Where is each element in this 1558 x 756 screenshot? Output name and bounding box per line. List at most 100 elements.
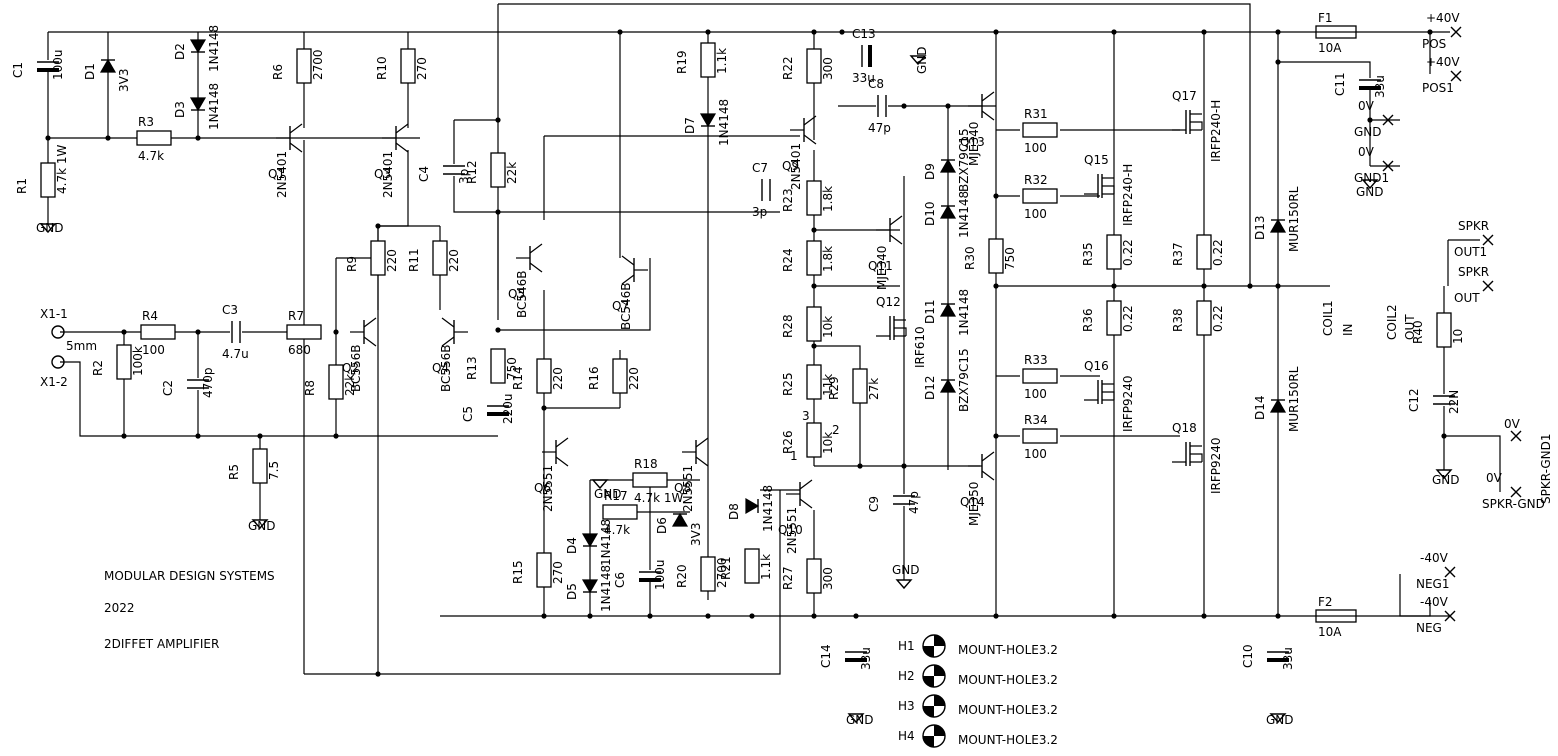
gnd-label: GND [1266, 713, 1294, 727]
value-q8: 2N5551 [681, 465, 695, 512]
transistor-bjt [790, 115, 817, 145]
footer-year: 2022 [104, 601, 135, 615]
label-r15: R15 [511, 560, 525, 584]
value-c2: 470p [201, 367, 215, 398]
capacitor [1432, 394, 1456, 406]
transistor-bjt [682, 437, 709, 467]
diode [1269, 218, 1287, 233]
value-r3: 4.7k [138, 149, 164, 163]
junction-dot [945, 103, 951, 109]
junction-dot [195, 329, 201, 335]
value-q2: BC556B [349, 344, 363, 392]
input-x1: X1-1 [40, 307, 68, 321]
label-r8: R8 [303, 380, 317, 396]
value-r34: 100 [1024, 447, 1047, 461]
port-pin: NEG [1416, 621, 1442, 635]
label-c6: C6 [613, 572, 627, 588]
zener-diode [939, 158, 957, 173]
resistor [1196, 300, 1212, 336]
ports: +40VPOS+40VPOS10VGND0VGND1SPKROUT1SPKROU… [1354, 11, 1553, 635]
value-r17: 4.7k [604, 523, 630, 537]
label-r16: R16 [587, 366, 601, 390]
value-r6: 2700 [311, 49, 325, 80]
value-c8: 47p [868, 121, 891, 135]
resistor [136, 130, 172, 146]
pot-pin2: 2 [832, 423, 840, 437]
gnd-label: GND [915, 46, 929, 74]
junction-dot [257, 433, 263, 439]
label-r17: R17 [604, 489, 628, 503]
junction-dot [1441, 433, 1447, 439]
junction-dot [1201, 283, 1207, 289]
label-c2: C2 [161, 380, 175, 396]
label-c10: C10 [1241, 644, 1255, 668]
label-r36: R36 [1081, 308, 1095, 332]
label-c8: C8 [868, 77, 884, 91]
port-name: +40V [1426, 11, 1460, 25]
junction-dot [617, 29, 623, 35]
label-c7: C7 [752, 161, 768, 175]
value-r36: 0.22 [1121, 305, 1135, 332]
junction-dot [495, 327, 501, 333]
resistor [806, 364, 822, 400]
value-r20: 2700 [715, 557, 729, 588]
value-r25: 11k [821, 374, 835, 396]
pin-coil1: IN [1341, 323, 1355, 336]
label-c5: C5 [461, 406, 475, 422]
label-d5: D5 [565, 583, 579, 600]
value-r37: 0.22 [1211, 239, 1225, 266]
mount-hole-value: MOUNT-HOLE3.2 [958, 673, 1058, 687]
value-c9: 47p [907, 491, 921, 514]
junction-dot [993, 613, 999, 619]
components [36, 25, 1456, 724]
resistor [1106, 300, 1122, 336]
value-d7: 1N4148 [717, 99, 731, 146]
junction-dot [587, 613, 593, 619]
wires [47, 3, 1501, 675]
junction-dot [1275, 59, 1281, 65]
junction-dot [541, 613, 547, 619]
value-r4: 100 [142, 343, 165, 357]
value-r13: 750 [505, 357, 519, 380]
value-d13: MUR150RL [1287, 186, 1301, 252]
capacitor [892, 494, 916, 506]
mount-hole-value: MOUNT-HOLE3.2 [958, 643, 1058, 657]
junction-dot [1111, 283, 1117, 289]
junction-dot [375, 223, 381, 229]
label-c11: C11 [1333, 72, 1347, 96]
gnd-label: GND [248, 519, 276, 533]
value-r12: 22k [505, 162, 519, 184]
port-pin: OUT [1454, 291, 1480, 305]
label-d1: D1 [83, 63, 97, 80]
value-r26: 10k [821, 432, 835, 454]
input-terminal [51, 355, 65, 369]
transistor-bjt [276, 123, 303, 153]
value-c13: 33u [852, 71, 875, 85]
resistor [744, 548, 760, 584]
value-c3: 4.7u [222, 347, 249, 361]
value-r38: 0.22 [1211, 305, 1225, 332]
label-q14: Q14 [960, 495, 985, 509]
label-q10: Q10 [778, 523, 803, 537]
port-cross [1482, 234, 1494, 246]
value-f1: 10A [1318, 41, 1342, 55]
label-r31: R31 [1024, 107, 1048, 121]
port-pin: GND1 [1354, 171, 1389, 185]
resistor [806, 306, 822, 342]
label-c1: C1 [11, 62, 25, 78]
label-r12: R12 [465, 160, 479, 184]
value-q3: 2N5401 [381, 151, 395, 198]
port-cross [1450, 70, 1462, 82]
label-q9: Q9 [782, 159, 799, 173]
junction-dot [121, 329, 127, 335]
value-q6: 2N5551 [541, 465, 555, 512]
diode [745, 497, 760, 515]
junction-dot [375, 671, 381, 677]
resistor [1196, 234, 1212, 270]
label-coil2: COIL2 [1385, 304, 1399, 340]
transistor-bjt [786, 479, 813, 509]
label-r3: R3 [138, 115, 154, 129]
label-r32: R32 [1024, 173, 1048, 187]
resistor [400, 48, 416, 84]
port-name: -40V [1420, 595, 1449, 609]
